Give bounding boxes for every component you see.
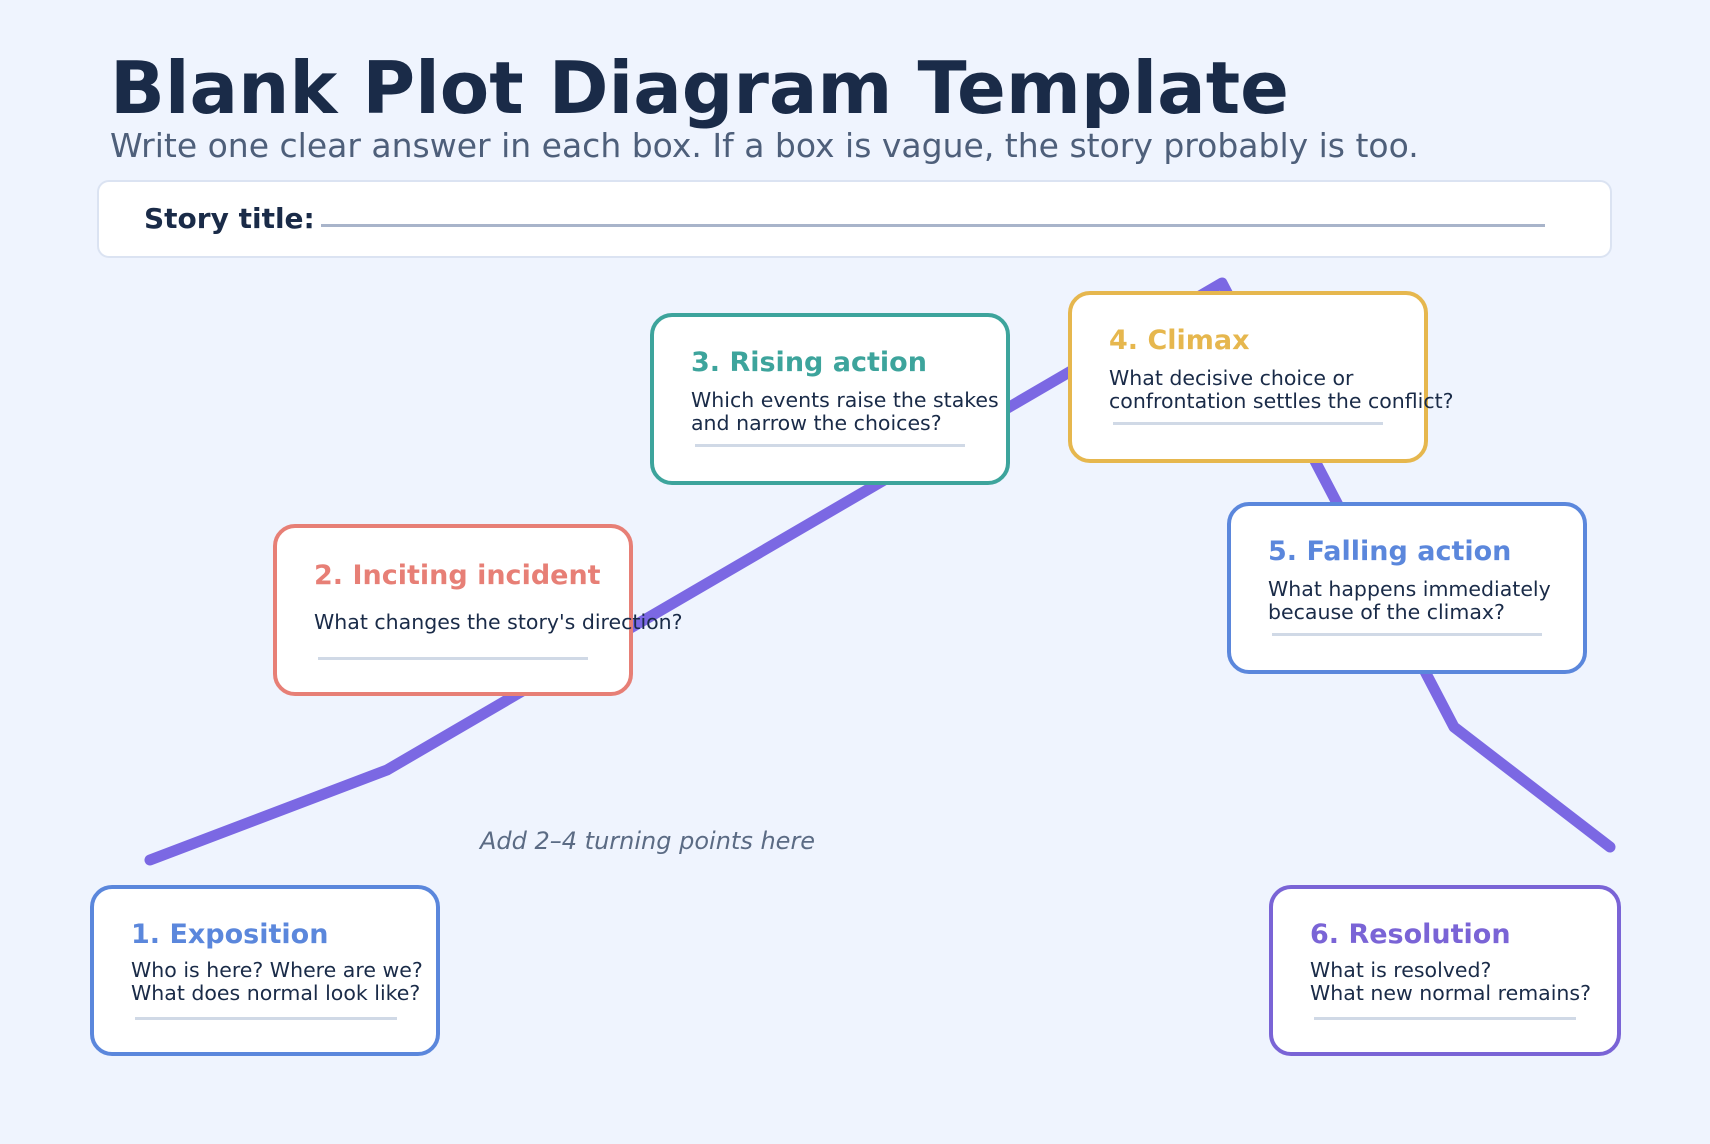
stage-card-rising-action: 3. Rising action Which events raise the …	[650, 313, 1010, 485]
stage-answer-line[interactable]	[1113, 422, 1383, 425]
stage-answer-line[interactable]	[135, 1017, 397, 1020]
stage-answer-line[interactable]	[1314, 1017, 1576, 1020]
stage-card-inciting-incident: 2. Inciting incident What changes the st…	[273, 524, 683, 696]
stage-answer-line[interactable]	[318, 657, 588, 660]
stage-heading: 3. Rising action	[691, 347, 927, 378]
stage-question: What is resolved? What new normal remain…	[1310, 958, 1591, 1005]
story-title-field: Story title:	[97, 180, 1612, 258]
stage-heading: 4. Climax	[1109, 325, 1250, 356]
story-title-label: Story title:	[144, 202, 315, 235]
stage-question: Which events raise the stakes and narrow…	[691, 388, 999, 435]
stage-heading: 2. Inciting incident	[314, 560, 601, 591]
page-subtitle: Write one clear answer in each box. If a…	[110, 126, 1419, 165]
stage-heading: 5. Falling action	[1268, 536, 1512, 567]
stage-question: What changes the story's direction?	[314, 610, 683, 634]
stage-question: Who is here? Where are we? What does nor…	[131, 958, 423, 1005]
stage-card-falling-action: 5. Falling action What happens immediate…	[1227, 502, 1587, 674]
stage-heading: 6. Resolution	[1310, 919, 1511, 950]
turning-points-note: Add 2–4 turning points here	[480, 827, 816, 855]
stage-answer-line[interactable]	[1272, 633, 1542, 636]
stage-question: What happens immediately because of the …	[1268, 577, 1551, 624]
page-title: Blank Plot Diagram Template	[110, 46, 1289, 130]
stage-card-exposition: 1. Exposition Who is here? Where are we?…	[90, 885, 440, 1056]
story-title-answer-line[interactable]	[321, 224, 1545, 227]
stage-answer-line[interactable]	[695, 444, 965, 447]
stage-heading: 1. Exposition	[131, 919, 329, 950]
stage-card-resolution: 6. Resolution What is resolved? What new…	[1269, 885, 1621, 1056]
stage-card-climax: 4. Climax What decisive choice or confro…	[1068, 291, 1454, 463]
plot-arc-line	[144, 277, 1616, 866]
stage-question: What decisive choice or confrontation se…	[1109, 366, 1454, 413]
